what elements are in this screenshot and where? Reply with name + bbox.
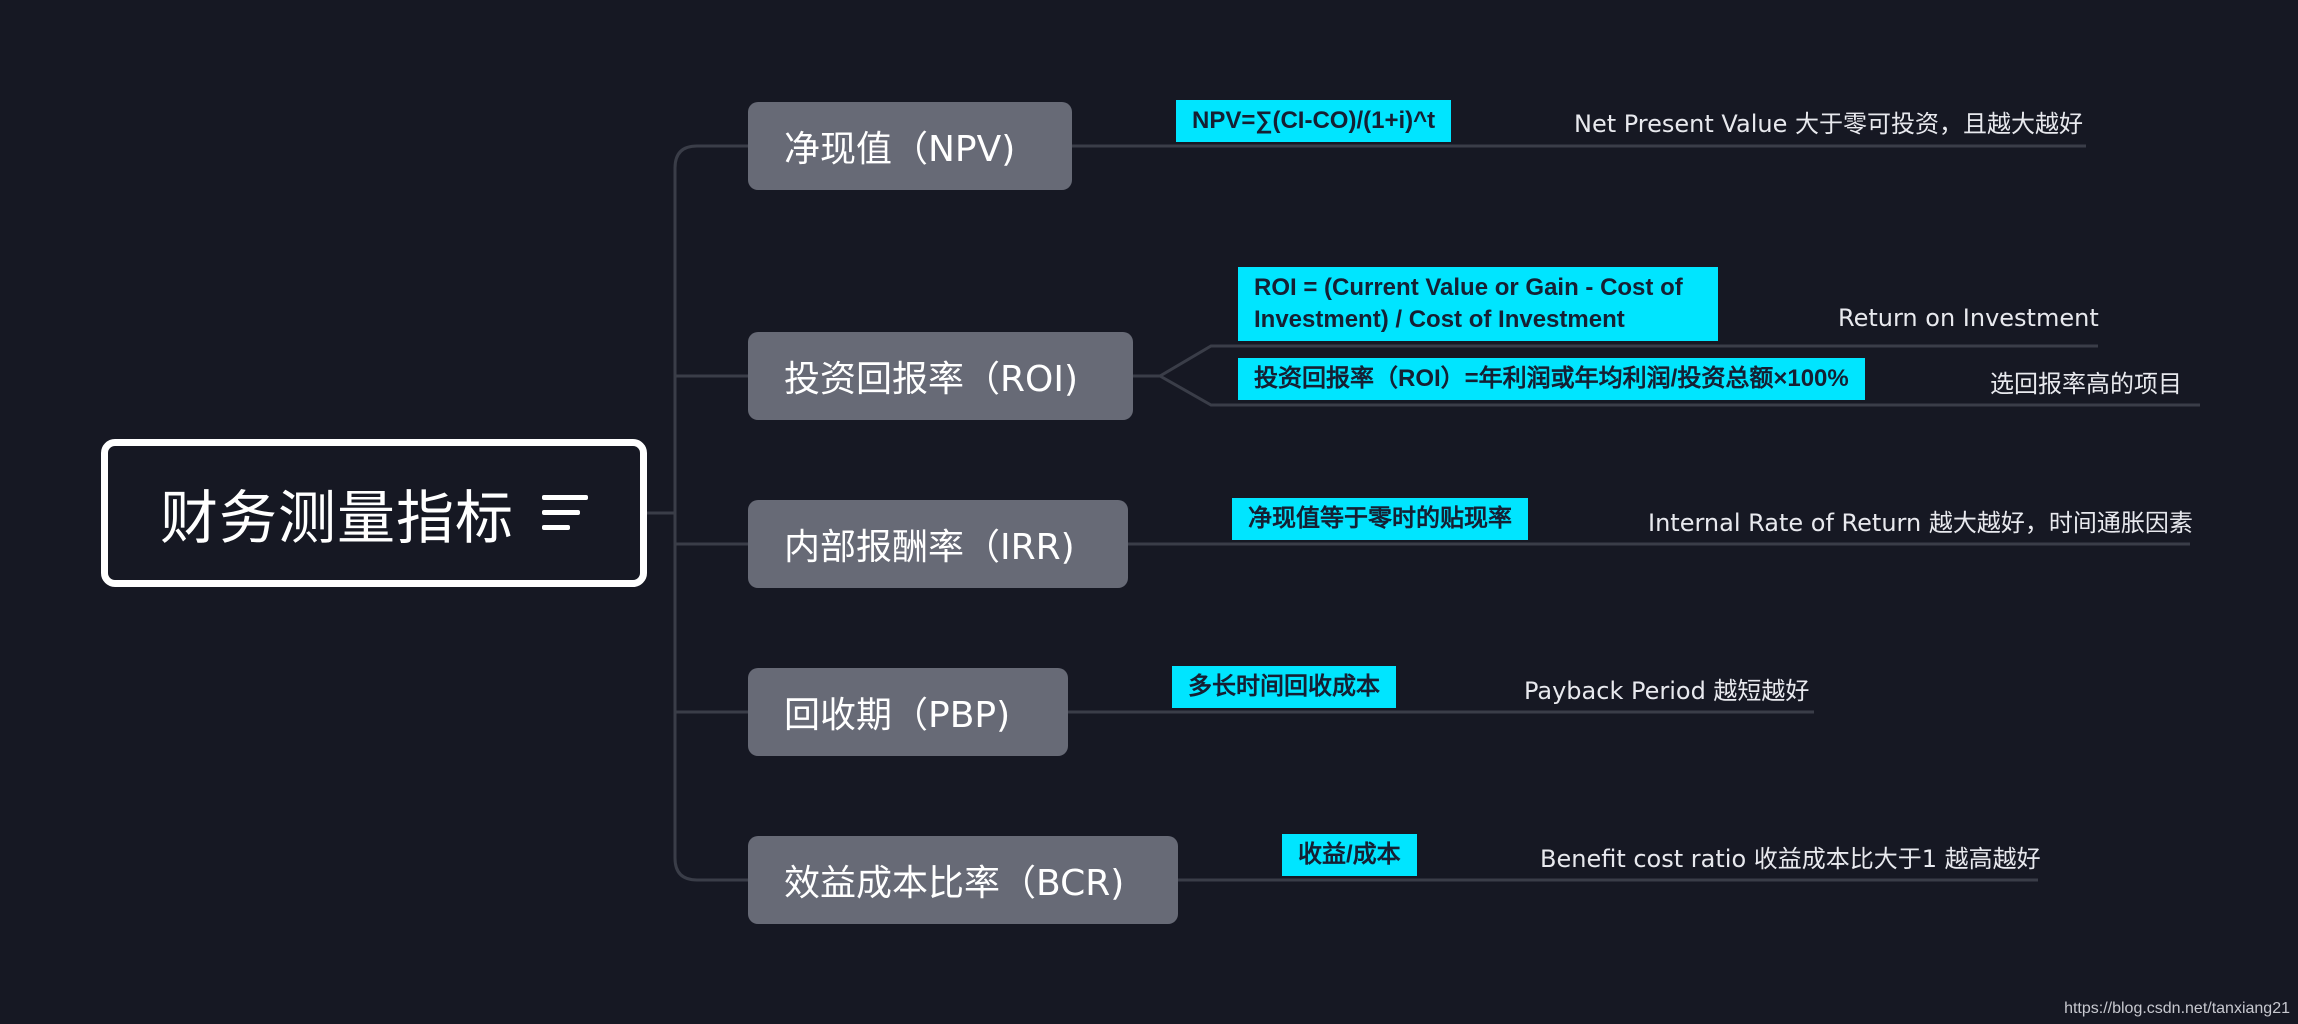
root-title: 财务测量指标 bbox=[159, 484, 514, 552]
branch-label: 内部报酬率（IRR) bbox=[784, 527, 1075, 568]
branch-npv[interactable]: 净现值（NPV) bbox=[748, 102, 1072, 190]
tag-npv-formula[interactable]: NPV=∑(CI-CO)/(1+i)^t bbox=[1176, 100, 1452, 142]
note-roi-en: Return on Investment bbox=[1838, 304, 2099, 332]
branch-pbp[interactable]: 回收期（PBP) bbox=[748, 668, 1068, 756]
branch-irr[interactable]: 内部报酬率（IRR) bbox=[748, 500, 1128, 588]
roi-fork bbox=[1133, 344, 2200, 407]
branch-roi[interactable]: 投资回报率（ROI) bbox=[748, 332, 1133, 420]
tag-roi-formula-en[interactable]: ROI = (Current Value or Gain - Cost of I… bbox=[1238, 267, 1718, 341]
note-roi-cn: 选回报率高的项目 bbox=[1990, 370, 2182, 398]
tag-bcr-definition[interactable]: 收益/成本 bbox=[1282, 834, 1417, 876]
branch-bcr[interactable]: 效益成本比率（BCR) bbox=[748, 836, 1178, 924]
branch-label: 投资回报率（ROI) bbox=[784, 359, 1079, 400]
tag-roi-formula-cn[interactable]: 投资回报率（ROI）=年利润或年均利润/投资总额×100% bbox=[1238, 358, 1865, 400]
branch-label: 回收期（PBP) bbox=[784, 695, 1011, 736]
tag-pbp-definition[interactable]: 多长时间回收成本 bbox=[1172, 666, 1396, 708]
tag-irr-definition[interactable]: 净现值等于零时的贴现率 bbox=[1232, 498, 1528, 540]
watermark: https://blog.csdn.net/tanxiang21 bbox=[2064, 1000, 2290, 1017]
note-npv: Net Present Value 大于零可投资，且越大越好 bbox=[1574, 110, 2083, 138]
trunk-line bbox=[673, 144, 698, 882]
root-node[interactable]: 财务测量指标 bbox=[101, 439, 647, 587]
note-pbp: Payback Period 越短越好 bbox=[1524, 677, 1810, 705]
note-bcr: Benefit cost ratio 收益成本比大于1 越高越好 bbox=[1540, 845, 2041, 873]
branch-label: 效益成本比率（BCR) bbox=[784, 863, 1125, 904]
menu-lines-icon bbox=[542, 493, 588, 533]
branch-label: 净现值（NPV) bbox=[784, 129, 1016, 170]
note-irr: Internal Rate of Return 越大越好，时间通胀因素 bbox=[1648, 509, 2193, 537]
